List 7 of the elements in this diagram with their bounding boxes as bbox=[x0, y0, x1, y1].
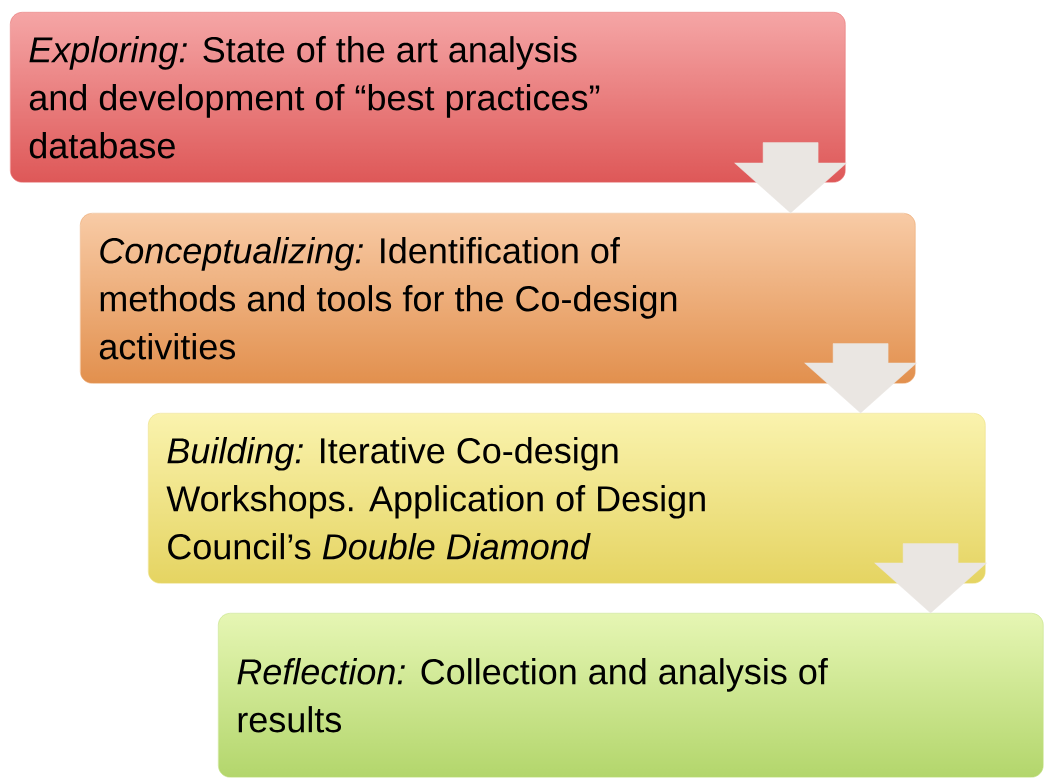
block-arrow bbox=[734, 142, 847, 214]
block-arrow bbox=[804, 343, 917, 414]
process-box: Reflection: Collection and analysis of results bbox=[218, 613, 1044, 778]
process-box: Conceptualizing: Identification of methods and tools for the Co-design activities bbox=[80, 213, 916, 384]
block-arrow bbox=[874, 543, 987, 614]
process-box: Exploring: State of the art analysis and development of “best practices” database bbox=[10, 12, 846, 183]
process-box: Building: Iterative Co-design Workshops. Application of Design Council’s Double Diamond bbox=[148, 413, 986, 584]
